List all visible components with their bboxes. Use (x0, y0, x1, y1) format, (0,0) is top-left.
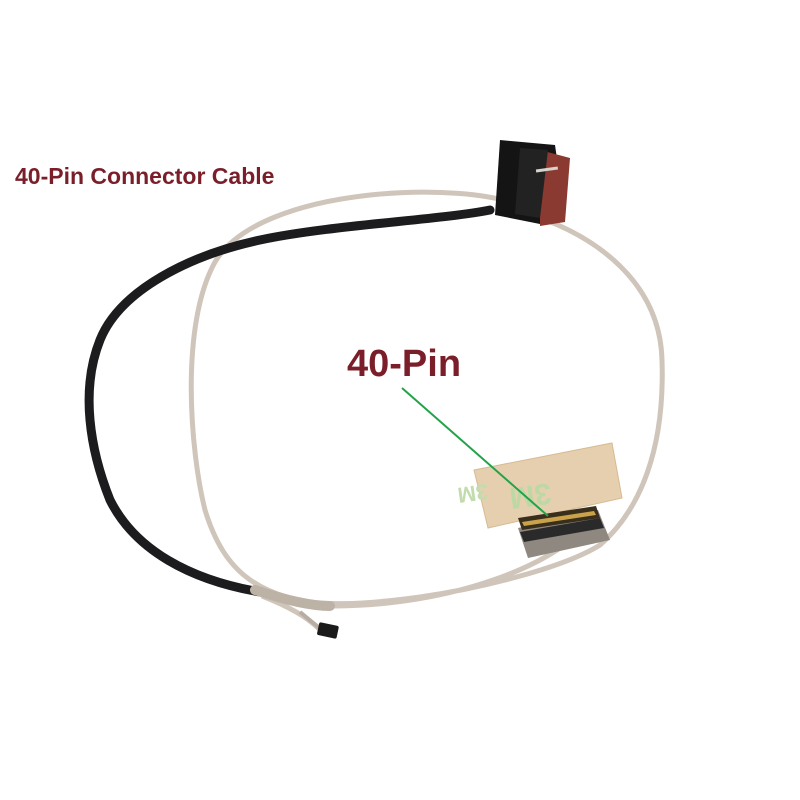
title-label: 40-Pin Connector Cable (15, 163, 275, 189)
bottom-connector (518, 506, 610, 558)
black-cable (84, 205, 495, 597)
tape-marking-secondary: 3M (456, 479, 490, 508)
top-connector (495, 140, 570, 226)
callout-label: 40-Pin (347, 343, 462, 385)
tail-connector (298, 610, 339, 639)
cable-sleeve (250, 585, 335, 611)
tape-marking: 3M (507, 476, 553, 514)
callout-line (401, 387, 549, 517)
tape-strip: 3M 3M (456, 442, 623, 529)
